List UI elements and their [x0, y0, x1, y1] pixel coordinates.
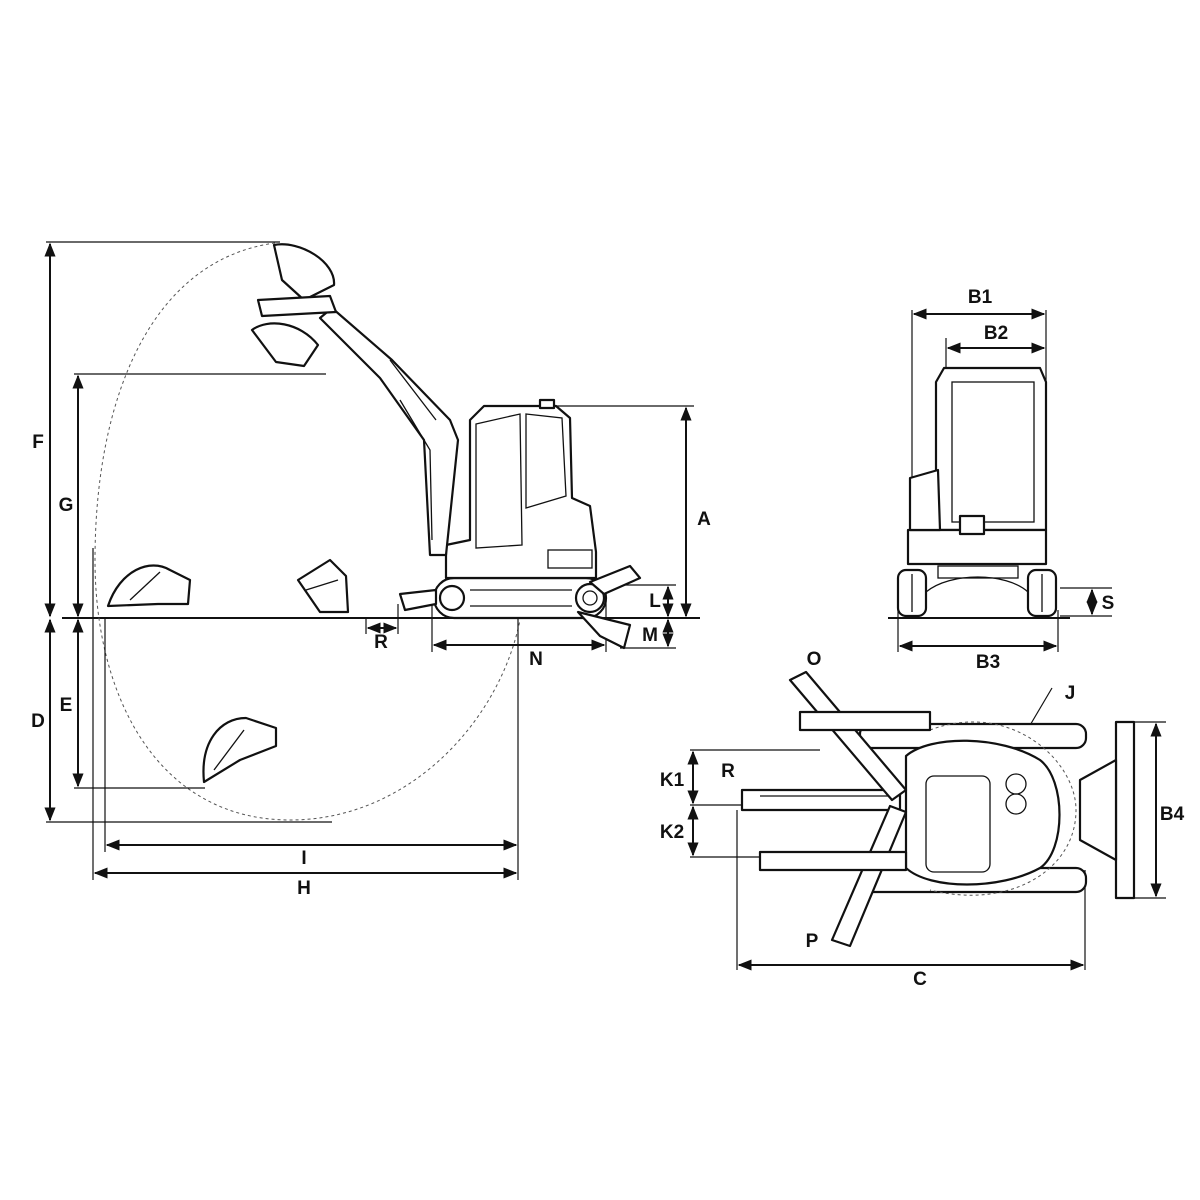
side-view — [44, 241, 700, 880]
top-boom-swing-down — [830, 804, 908, 948]
label-F: F — [32, 432, 44, 453]
label-R-top: R — [721, 761, 735, 782]
label-D: D — [31, 711, 45, 732]
label-R-side: R — [374, 632, 388, 653]
label-B4: B4 — [1160, 804, 1185, 825]
front-view — [888, 308, 1112, 652]
label-E: E — [60, 695, 73, 716]
label-C: C — [913, 969, 927, 990]
label-K2: K2 — [660, 822, 684, 843]
label-M: M — [642, 625, 658, 646]
label-S: S — [1102, 593, 1115, 614]
label-B1: B1 — [968, 287, 993, 308]
top-engine-cover — [925, 775, 991, 873]
top-boom-center — [740, 788, 902, 812]
bucket-ground — [296, 558, 350, 614]
label-H: H — [297, 878, 311, 899]
bucket-raised — [272, 243, 336, 302]
bucket-dig-depth — [202, 716, 278, 784]
label-N: N — [529, 649, 543, 670]
label-P: P — [806, 931, 819, 952]
boom — [318, 306, 460, 557]
label-B3: B3 — [976, 652, 1000, 673]
top-boom-swing-up — [788, 670, 908, 802]
label-B2: B2 — [984, 323, 1008, 344]
label-L: L — [649, 591, 661, 612]
dozer-blade-raised — [398, 588, 438, 612]
bucket-reach — [106, 564, 192, 608]
top-view — [687, 670, 1166, 971]
label-A: A — [697, 509, 711, 530]
label-O: O — [807, 649, 822, 670]
label-G: G — [59, 495, 74, 516]
top-dozer-blade — [1114, 720, 1136, 900]
top-upper-structure — [904, 739, 1061, 886]
label-J: J — [1065, 683, 1076, 704]
label-I: I — [301, 848, 306, 869]
reach-envelope-arc — [94, 242, 521, 821]
label-K1: K1 — [660, 770, 685, 791]
labels: F G D E I H A L M N R B1 B2 B3 S O J R K… — [31, 287, 1184, 990]
